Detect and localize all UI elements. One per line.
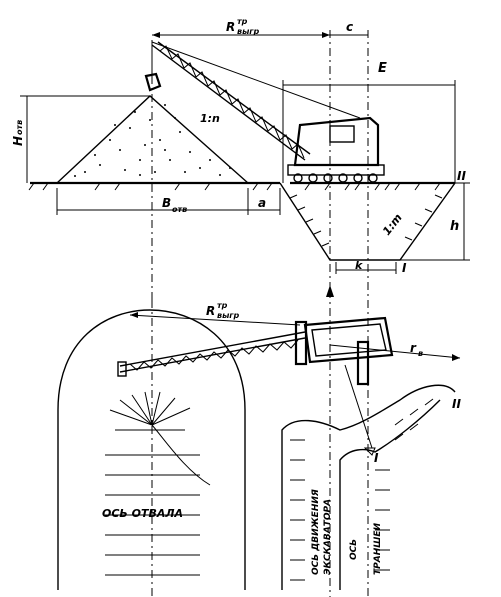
dump-slope-label: 1:n — [200, 112, 220, 125]
dump-height-sub-label: отв — [15, 120, 24, 135]
mark-two-elevation: II — [457, 169, 466, 183]
reach-plan-sub-label: выгр — [217, 311, 239, 320]
reach-plan-sup-label: тр — [217, 301, 228, 310]
excavator-to-trench-line — [344, 364, 373, 449]
trench-section — [279, 182, 456, 261]
e-label: E — [378, 61, 387, 76]
ground-line — [28, 181, 455, 191]
c-label: c — [346, 20, 353, 34]
dump-width-label: B — [162, 196, 171, 210]
track-wheels — [293, 173, 378, 183]
reach-sup-label: тр — [237, 17, 248, 26]
spoil-heap — [55, 95, 250, 184]
elevation-view: R тр выгр c E H отв 1:n — [11, 17, 470, 300]
reach-sub-label: выгр — [237, 27, 259, 36]
excavator-axis-label-2: ЭКСКАВАТОРА — [323, 499, 333, 575]
dump-outline — [57, 309, 246, 590]
gap-dimension: a — [248, 188, 281, 215]
trench-hatch — [290, 398, 434, 581]
mark-one-elevation: I — [402, 261, 407, 275]
depth-label: h — [450, 219, 459, 234]
c-dimension: c — [330, 20, 368, 36]
trench-axis-label-2: ТРАНШЕИ — [373, 523, 383, 575]
dump-width-sub-label: отв — [172, 205, 187, 214]
direction-arrow — [326, 285, 334, 297]
excavator — [144, 41, 385, 183]
excavator-plan — [117, 316, 394, 386]
mark-one-plan: I — [374, 451, 379, 465]
gap-label: a — [258, 196, 266, 210]
trench-outline — [281, 384, 456, 590]
bottom-width-dimension: k — [335, 259, 397, 274]
dump-width-dimension: B отв — [56, 188, 249, 215]
trench-inner-outline — [339, 399, 441, 590]
plan-view: ОСЬ ОТВАЛА ОСЬ ДВИЖЕНИЯ ЭКСКАВАТОРА ОСЬ … — [57, 285, 461, 597]
radius-dimension: r в — [329, 341, 461, 361]
trench-axis-label-1: ОСЬ — [349, 539, 359, 560]
dump-axis-label: ОСЬ ОТВАЛА — [102, 507, 183, 520]
trench-slope-label: 1:m — [380, 211, 405, 238]
e-dimension: E — [282, 61, 456, 183]
depth-dimension: h — [400, 182, 470, 261]
radius-sub-label: в — [418, 349, 423, 358]
excavator-axis-label-1: ОСЬ ДВИЖЕНИЯ — [311, 489, 321, 575]
bottom-width-label: k — [355, 259, 363, 272]
radius-label: r — [410, 341, 417, 355]
mark-two-plan: II — [452, 397, 461, 411]
reach-plan-dimension: R тр выгр — [129, 301, 301, 326]
reach-dimension: R тр выгр — [152, 17, 330, 38]
reach-plan-label: R — [206, 304, 215, 318]
dump-height-dimension: H отв — [11, 95, 150, 183]
reach-label: R — [226, 20, 235, 34]
dump-height-label: H — [11, 136, 25, 146]
dump-hatch — [105, 391, 211, 576]
